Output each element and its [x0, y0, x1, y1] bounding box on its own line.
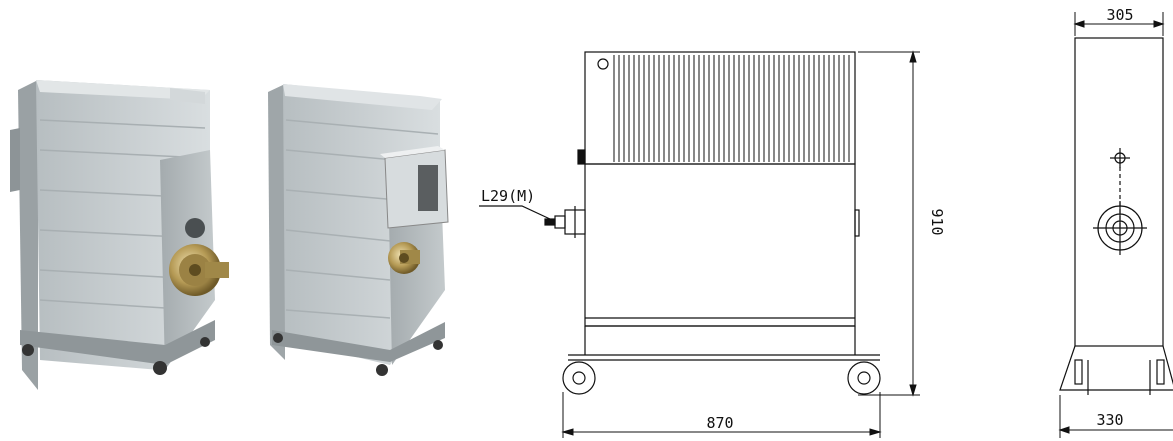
side-elevation-drawing — [479, 51, 881, 395]
bottom-width-dimension — [1058, 395, 1173, 438]
cabinet-body-outline — [584, 163, 856, 327]
top-width-dimension — [1073, 12, 1165, 36]
top-width-dim-label: 305 — [1106, 6, 1133, 24]
unit-photo-front-angle — [10, 80, 229, 390]
connector-label: L29(M) — [481, 187, 535, 205]
end-view-drawing — [1059, 37, 1173, 395]
heatsink-fins-block — [584, 51, 856, 165]
left-wheel — [562, 361, 596, 395]
width-dimension — [561, 392, 882, 438]
width-dim-label: 870 — [706, 414, 733, 432]
bottom-width-dim-label: 330 — [1096, 411, 1123, 429]
height-dimension — [858, 50, 920, 397]
unit-photo-rear-angle — [268, 84, 449, 376]
end-view-body — [1074, 37, 1164, 347]
height-dim-label: 910 — [928, 208, 946, 235]
right-wheel — [847, 361, 881, 395]
heatsink-fins — [613, 55, 850, 162]
